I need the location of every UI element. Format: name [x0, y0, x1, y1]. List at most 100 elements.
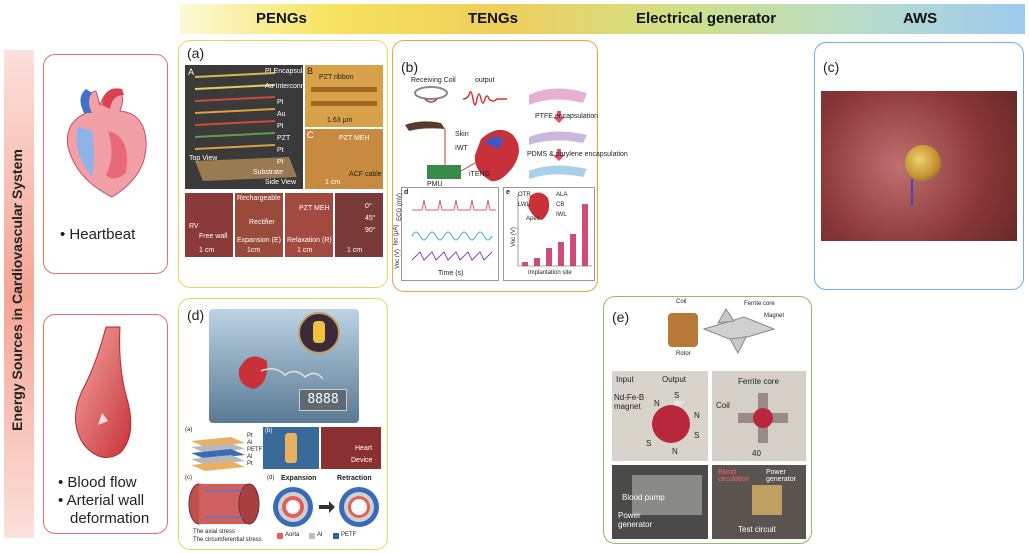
angle-0-label: 0°	[365, 203, 372, 210]
layer-label-substrate: Substrate	[253, 169, 283, 176]
subpanel-C-label: C	[307, 130, 314, 140]
heartbeat-bullet: • Heartbeat	[60, 226, 136, 243]
ferrite-core-photo: Ferrite core Coil 40	[712, 371, 806, 461]
scale-label: 1 cm	[297, 247, 313, 254]
legend-al: Al	[317, 532, 323, 538]
output-label: output	[475, 77, 495, 84]
torso-illustration: 8888	[209, 309, 359, 423]
ylabel-isc: Isc (μA)	[393, 224, 400, 246]
scale-label: 1cm	[247, 247, 261, 254]
implant-photo-1: RV Free wall 1 cm	[185, 193, 233, 257]
generator-schematic-graphic	[668, 308, 776, 355]
layer-label-pi-3: PI	[277, 159, 284, 166]
legend-axial-stress: The axial stress	[193, 529, 236, 535]
blood-vessel-icon	[75, 326, 132, 458]
retraction-label: Retraction	[337, 475, 372, 482]
layer-label-au-interconnection: Au Interconnection	[265, 83, 324, 90]
waveform-chart-d: d ECG (mV) Isc (μA) Voc (V) Time (s)	[393, 187, 499, 281]
panel-b-label: (b)	[401, 59, 419, 75]
output-label: Output	[662, 375, 687, 384]
chart-e-label: e	[506, 189, 510, 196]
sub-c-label: (c)	[185, 475, 192, 481]
dimension-40: 40	[752, 449, 761, 458]
coil-label: Coil	[716, 401, 730, 410]
energy-display: 8888	[299, 389, 347, 411]
side-gradient-strip	[4, 50, 34, 538]
magnet-rotor	[652, 405, 690, 443]
test-circuit-photo: Blood circulation Power generator Test c…	[712, 465, 806, 539]
panel-c-label: (c)	[823, 59, 840, 75]
rotor-part-label: Rotor	[676, 351, 691, 357]
layer-label-au: Au	[277, 111, 286, 118]
pzt-meh-label: PZT MEH	[339, 135, 370, 142]
panel-e: (e) Coil Ferrite core Magnet Rotor Input…	[603, 296, 812, 544]
aws-device	[905, 145, 941, 181]
legend-aorta-swatch	[277, 533, 283, 539]
side-title: Energy Sources in Cardiovascular System	[9, 149, 25, 431]
panel-d: (d) 8888 (a) Pt Al PETF Al Pt (b) Heart …	[178, 298, 388, 550]
pole-n: N	[694, 411, 700, 420]
sub-b-photo: (b)	[263, 427, 319, 469]
layer-label-pi: PI	[277, 99, 284, 106]
implant-photo-3: PZT MEH Relaxation (R) 1 cm	[285, 193, 333, 257]
ferrite-core-part-label: Ferrite core	[744, 301, 775, 307]
test-circuit-label: Test circuit	[738, 525, 776, 534]
header-tengs: TENGs	[468, 10, 519, 27]
implant-photo-2: Rechargeable Battery Rectifier Expansion…	[235, 193, 305, 257]
panel-b: (b) Receiving Coil output PTFE encapsula…	[392, 40, 628, 292]
header-pengs: PENGs	[256, 10, 307, 27]
site-iwl: IWL	[556, 212, 567, 218]
subpanel-B-label: B	[307, 66, 314, 76]
coil-part-label: Coil	[676, 299, 687, 305]
layer-al: Al	[247, 440, 253, 446]
subpanel-A-label: A	[188, 67, 195, 77]
ribbon-trace	[311, 87, 377, 92]
pmu-label: PMU	[427, 181, 443, 188]
blood-circulation-label: Blood circulation	[718, 469, 750, 483]
heart-label: Heart	[355, 445, 373, 452]
ptfe-label: PTFE encapsulation	[535, 113, 599, 120]
pump-hardware	[632, 475, 702, 515]
pdms-label: PDMS & parylene encapsulation	[527, 151, 628, 158]
input-label: Input	[616, 375, 634, 384]
ylabel-ecg: ECG (mV)	[396, 193, 403, 221]
expansion-label: Expansion	[281, 475, 317, 482]
device-label: Device	[351, 457, 373, 464]
iwt-label: IWT	[455, 145, 468, 152]
heart-device-photo: Heart Device	[321, 427, 381, 469]
device-sample	[285, 433, 297, 463]
angle-45-label: 45°	[365, 215, 376, 222]
site-ala: ALA	[556, 192, 568, 198]
legend-petf-swatch	[333, 533, 339, 539]
magnet-part-label: Magnet	[764, 313, 785, 319]
arterial-wall-bullet: • Arterial wall	[58, 492, 145, 509]
layer-al-2: Al	[247, 454, 253, 460]
layer-label-pi-encapsulation: PI Encapsulation	[265, 68, 318, 75]
pzt-ribbon-label: PZT ribbon	[319, 74, 354, 81]
magnet-rotor-photo: Input Output Nd-Fe-B magnet 60° N S N S …	[612, 371, 708, 461]
chart-d-label: d	[404, 189, 409, 196]
heartbeat-source-box: • Heartbeat	[43, 54, 168, 274]
aorta-tube-graphic	[188, 483, 260, 525]
layer-label-pt: Pt	[277, 147, 284, 154]
pole-s: S	[646, 439, 652, 448]
power-generator-label-2: Power generator	[766, 469, 796, 483]
sub-a-label: (a)	[185, 427, 193, 433]
layer-stack-graphic	[194, 72, 297, 181]
angle-90-label: 90°	[365, 227, 376, 234]
layer-petf: PETF	[247, 447, 263, 453]
pole-n: N	[672, 447, 678, 456]
top-view-label: Top View	[189, 155, 218, 162]
output-waveform-icon	[463, 91, 507, 106]
blood-flow-source-box: • Blood flow • Arterial wall deformation	[43, 314, 168, 534]
sub-d-label: (d)	[267, 475, 275, 481]
free-wall-label: Free wall	[199, 233, 228, 240]
xlabel-time: Time (s)	[438, 270, 464, 277]
angle-label: 60°	[674, 401, 685, 408]
panel-a: (a) A PI Encapsulation Au Interconnectio…	[178, 40, 388, 288]
pzt-meh-label: PZT MEH	[299, 205, 330, 212]
ferrite-core-label: Ferrite core	[738, 377, 779, 386]
blood-pump-photo: Blood pump Power generator	[612, 465, 708, 539]
heart-illustration-icon	[66, 88, 147, 198]
panel-c: (c)	[814, 42, 1024, 290]
